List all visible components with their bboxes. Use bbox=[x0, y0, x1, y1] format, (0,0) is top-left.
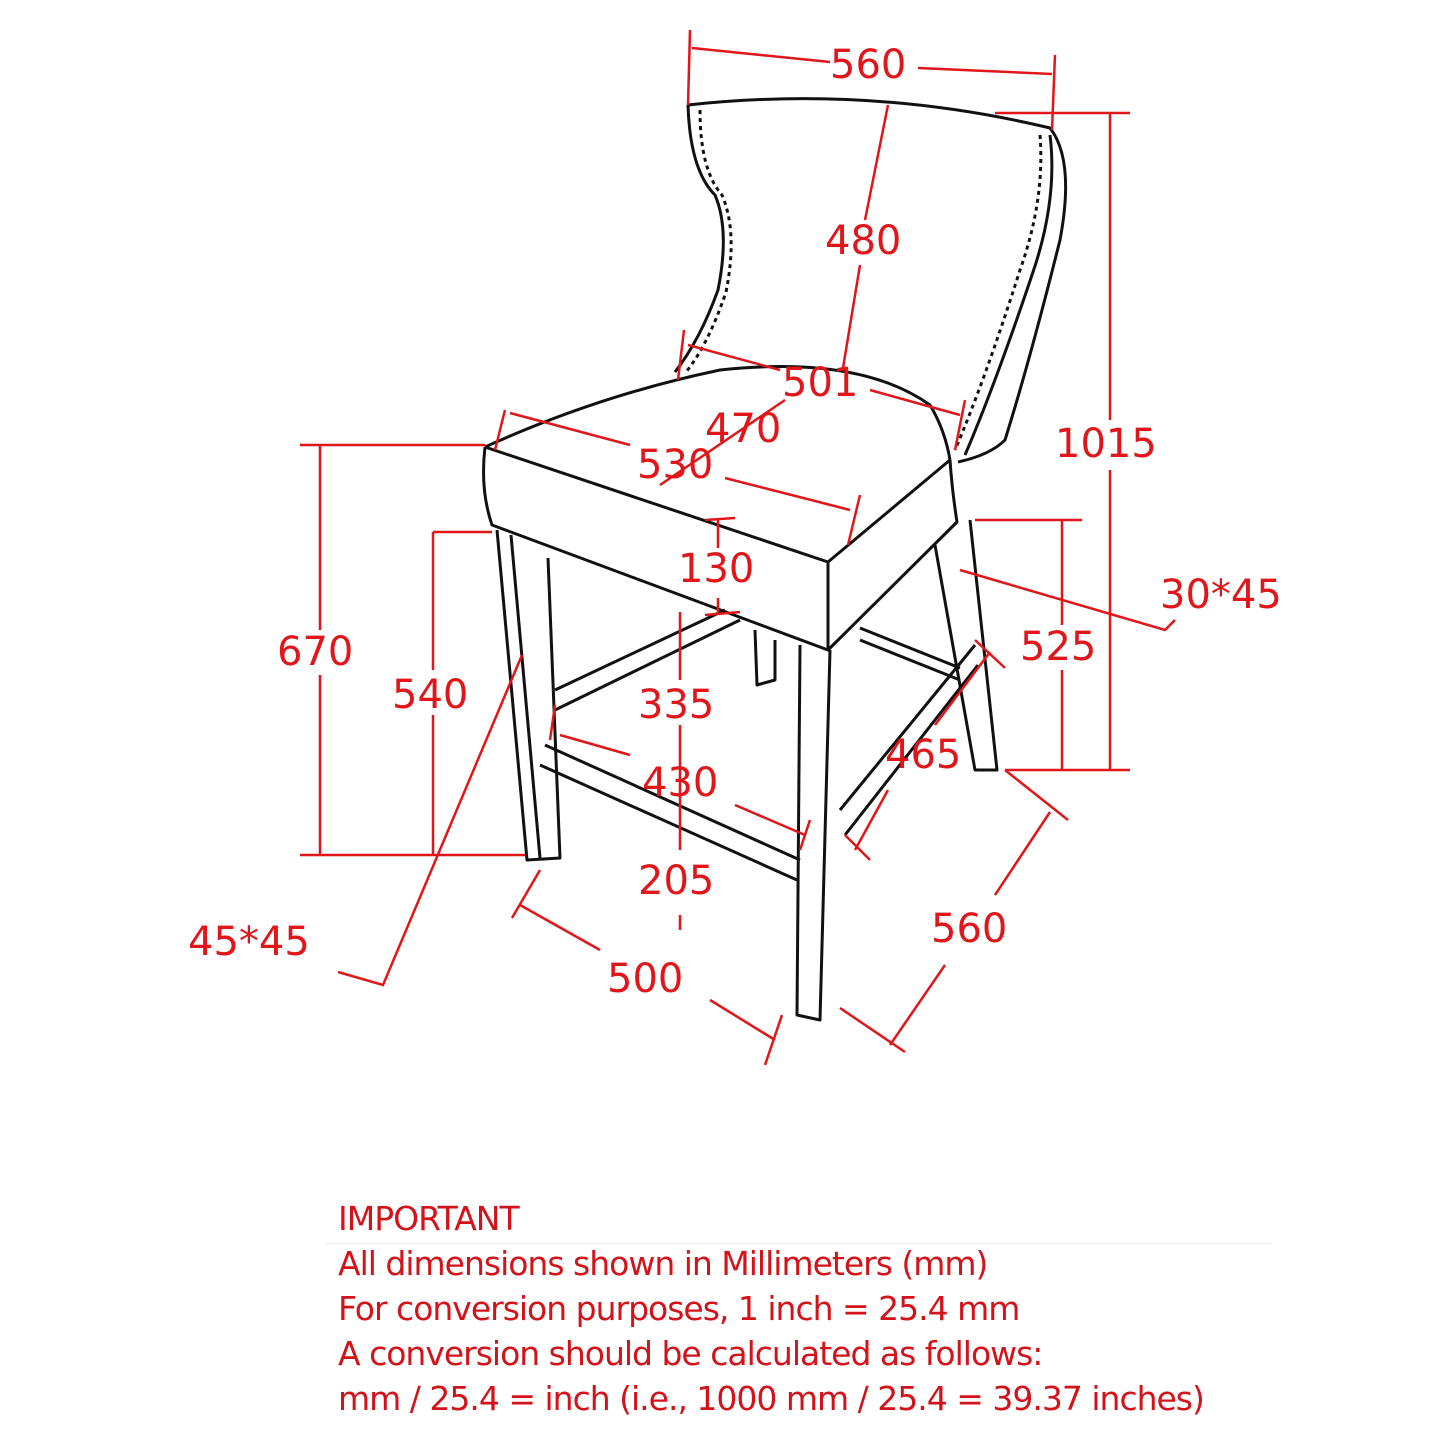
label-rear-leg-section: 30*45 bbox=[1160, 572, 1282, 618]
label-front-stretcher: 430 bbox=[642, 760, 718, 806]
label-rear-leg-height: 525 bbox=[1020, 624, 1096, 670]
notes-block: IMPORTANT All dimensions shown in Millim… bbox=[338, 1196, 1205, 1421]
dimension-labels: 560 480 501 470 530 130 1015 30*45 525 6… bbox=[188, 42, 1282, 1002]
label-total-height: 1015 bbox=[1055, 421, 1157, 467]
label-side-stretcher: 465 bbox=[885, 732, 961, 778]
label-front-leg-section: 45*45 bbox=[188, 919, 310, 965]
label-stretcher-floor-gap: 205 bbox=[638, 858, 714, 904]
dimension-lines bbox=[300, 29, 1176, 1066]
label-base-depth: 560 bbox=[931, 906, 1007, 952]
label-back-height: 480 bbox=[825, 218, 901, 264]
label-seat-depth: 470 bbox=[705, 406, 781, 452]
label-seat-thickness: 130 bbox=[678, 546, 754, 592]
label-seat-width: 530 bbox=[637, 442, 713, 488]
label-back-inner-width: 501 bbox=[782, 360, 858, 406]
label-front-leg-height: 540 bbox=[392, 672, 468, 718]
notes-line: For conversion purposes, 1 inch = 25.4 m… bbox=[338, 1289, 1020, 1328]
label-base-width: 500 bbox=[607, 956, 683, 1002]
label-seat-height: 670 bbox=[277, 629, 353, 675]
notes-line: A conversion should be calculated as fol… bbox=[338, 1334, 1043, 1373]
divider bbox=[326, 1243, 1271, 1244]
chair-outline bbox=[482, 97, 1068, 1022]
label-back-width: 560 bbox=[830, 42, 906, 88]
label-stretcher-height: 335 bbox=[638, 682, 714, 728]
notes-line: All dimensions shown in Millimeters (mm) bbox=[338, 1244, 988, 1283]
notes-line: mm / 25.4 = inch (i.e., 1000 mm / 25.4 =… bbox=[338, 1379, 1205, 1418]
notes-heading: IMPORTANT bbox=[338, 1199, 520, 1238]
